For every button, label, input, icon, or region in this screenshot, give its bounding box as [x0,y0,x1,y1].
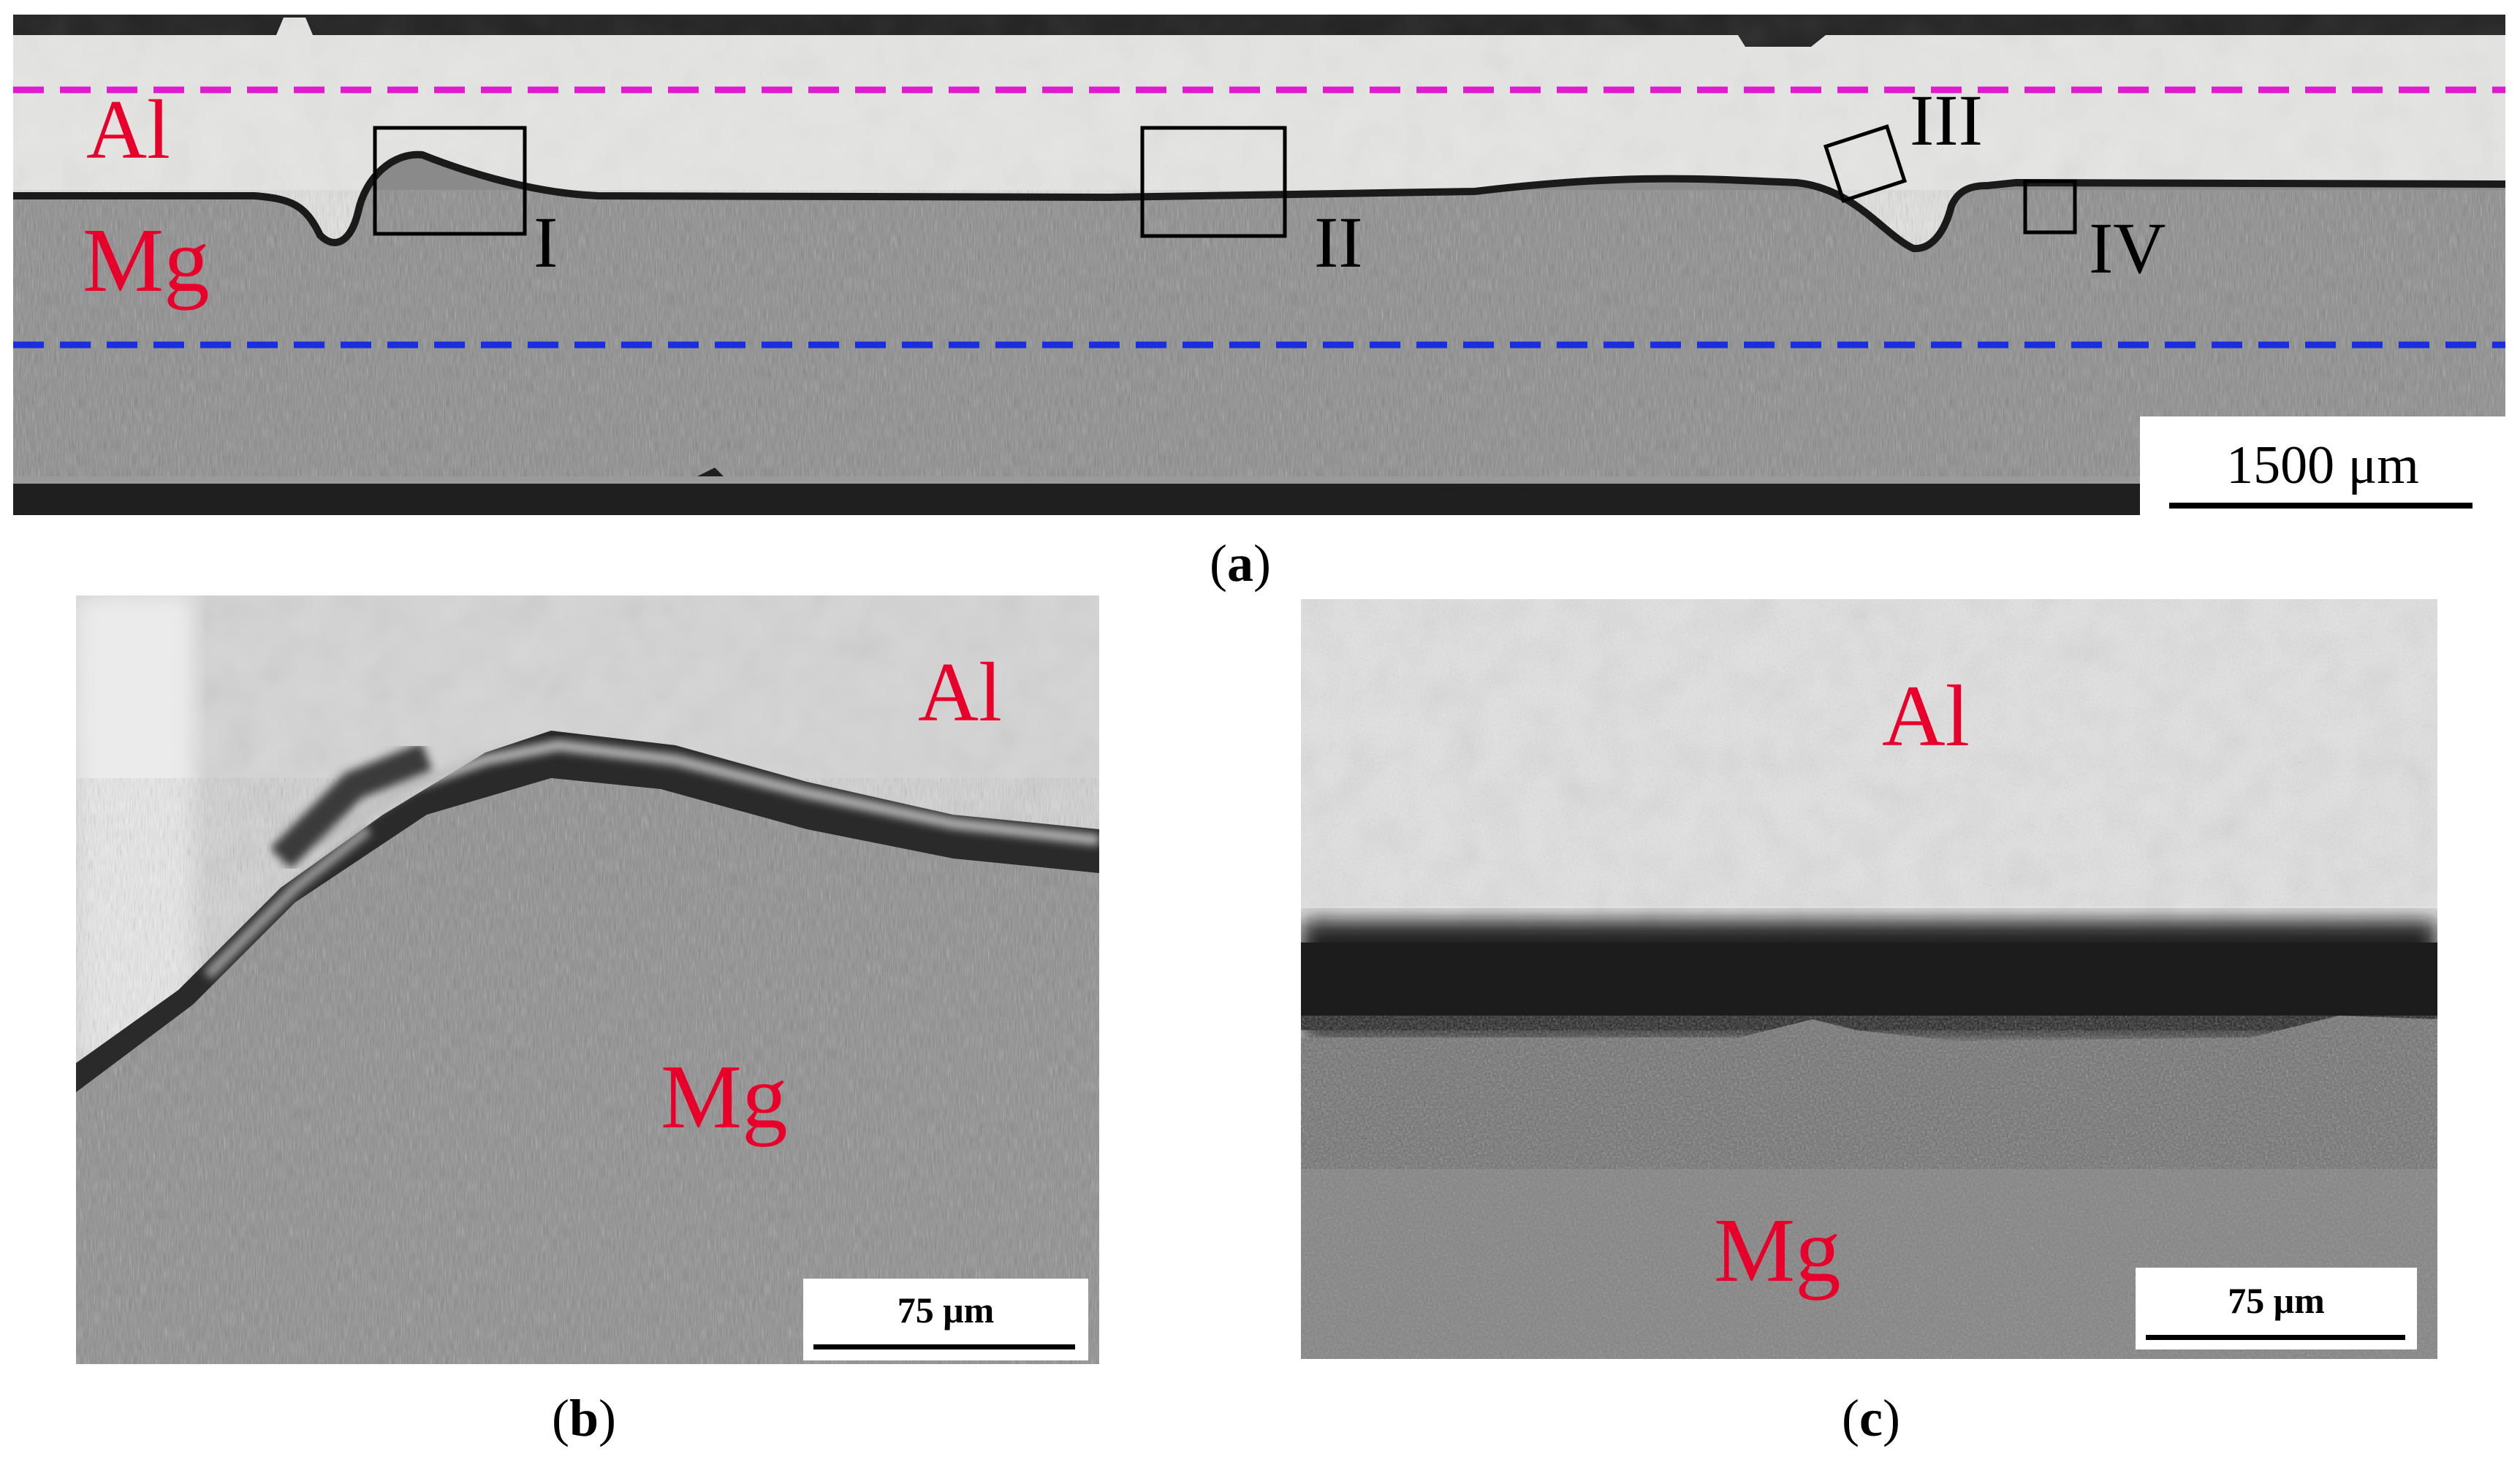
panel-b-scale-box: 75 μm [803,1279,1088,1360]
panel-b-scale-text: 75 μm [897,1290,995,1330]
region-label-iv: IV [2089,208,2166,289]
panel-a-image [13,15,2505,515]
region-label-ii: II [1314,202,1363,283]
panel-b-label-al: Al [918,646,1002,739]
panel-b-label-mg: Mg [661,1047,788,1148]
panel-b-scale-bar [813,1344,1075,1349]
region-label-iii: III [1910,80,1983,161]
panel-c-scale-text: 75 μm [2228,1280,2325,1321]
panel-c-micrograph: Al Mg 75 μm [1301,599,2437,1359]
region-box-i [373,126,527,236]
region-label-i: I [534,202,558,283]
panel-a-scale-text: 1500 μm [2226,435,2419,495]
panel-a-micrograph: Al Mg I II III IV 1500 μm [13,15,2505,515]
region-box-iv [2023,179,2077,235]
panel-b-micrograph: Al Mg 75 μm [76,595,1099,1364]
panel-a-label-mg: Mg [83,210,210,311]
caption-a: (a) [1210,534,1271,593]
panel-c-scale-box: 75 μm [2136,1268,2417,1349]
panel-a-label-al: Al [86,83,170,176]
caption-c: (c) [1842,1389,1900,1447]
panel-c-scale-bar [2146,1335,2405,1340]
panel-c-image [1301,599,2437,1359]
caption-b: (b) [552,1389,617,1447]
region-box-iii [1823,124,1908,203]
panel-c-label-al: Al [1882,667,1970,764]
panel-c-label-mg: Mg [1714,1200,1841,1301]
panel-b-image [76,595,1099,1364]
panel-a-scale-bar [2169,503,2472,509]
panel-a-scale-box: 1500 μm [2140,416,2505,515]
region-box-ii [1140,126,1287,238]
